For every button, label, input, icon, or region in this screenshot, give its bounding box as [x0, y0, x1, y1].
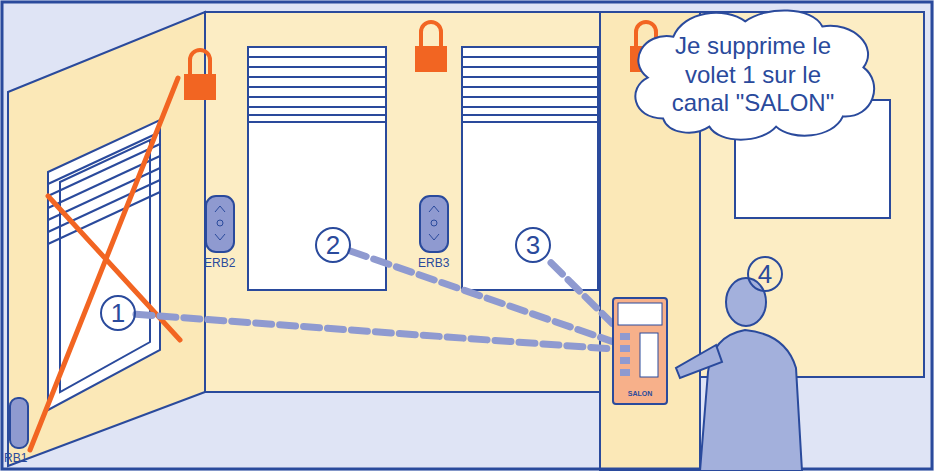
remote-label: SALON: [628, 390, 653, 397]
padlock: [415, 22, 447, 72]
remote-name: RB1: [4, 451, 27, 465]
thought-bubble: Je supprime le volet 1 sur le canal "SAL…: [622, 6, 884, 144]
callout-number: 2: [315, 227, 351, 263]
person: [676, 278, 802, 471]
radio-link: [351, 251, 612, 341]
delete-cross: [30, 78, 180, 450]
hand-remote: [206, 196, 234, 252]
remote-body: [612, 297, 668, 405]
hand-remote: [420, 196, 448, 252]
callout-number: 3: [515, 227, 551, 263]
hand-remote: [10, 398, 28, 448]
remote-name: ERB3: [418, 256, 449, 270]
callout-text: 2: [326, 232, 340, 258]
callout-text: 1: [111, 300, 125, 326]
remote-name: ERB2: [204, 256, 235, 270]
callout-text: 4: [758, 261, 772, 287]
shutter: [462, 47, 598, 290]
left-wall: [8, 12, 205, 466]
dashed-line: [351, 251, 612, 341]
callout-number: 1: [100, 295, 136, 331]
thought-text: Je supprime le volet 1 sur le canal "SAL…: [656, 32, 850, 118]
dashed-line: [551, 263, 612, 323]
padlock: [184, 50, 216, 100]
wall-remote: SALON: [612, 297, 668, 405]
callout-number: 4: [747, 256, 783, 292]
radio-link: [551, 263, 612, 323]
callout-text: 3: [526, 232, 540, 258]
